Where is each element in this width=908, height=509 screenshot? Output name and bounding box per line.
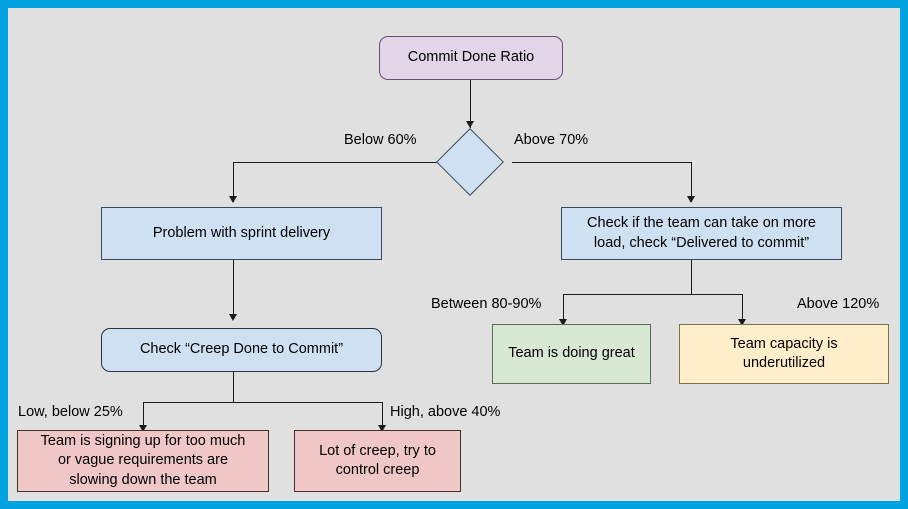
edge-label-high-above-40: High, above 40% xyxy=(390,404,501,420)
arrowhead-root-to-decision xyxy=(465,121,474,128)
edge-label-above-70: Above 70% xyxy=(514,132,589,148)
connector-decision-right-drop xyxy=(691,161,693,202)
connector-moreload-bus xyxy=(563,293,743,295)
node-lot-of-creep-line1: Lot of creep, try to xyxy=(319,442,436,459)
node-lot-of-creep-line2: control creep xyxy=(335,462,420,478)
arrowhead-to-doing-great xyxy=(558,319,567,326)
node-check-more-load-line1: Check if the team can take on more xyxy=(587,215,816,232)
node-signing-up-too-much-line2: or vague requirements are xyxy=(57,452,229,469)
node-team-capacity-underutilized-label: Team capacity is underutilized xyxy=(730,335,837,373)
node-check-creep-done-to-commit[interactable]: Check “Creep Done to Commit” xyxy=(101,328,382,372)
node-lot-of-creep-label: Lot of creep, try to control creep xyxy=(319,442,436,480)
arrowhead-decision-left xyxy=(228,196,237,203)
connector-creep-down xyxy=(233,371,235,402)
connector-problem-to-creep xyxy=(233,260,235,318)
node-team-is-doing-great-label: Team is doing great xyxy=(508,345,635,362)
node-team-capacity-underutilized-line2: underutilized xyxy=(742,355,826,371)
edge-label-below-60: Below 60% xyxy=(344,132,417,148)
node-check-more-load-line2: load, check “Delivered to commit” xyxy=(593,234,810,251)
connector-to-signing-up xyxy=(143,401,145,430)
edge-label-between-80-90: Between 80-90% xyxy=(431,296,542,312)
node-team-capacity-underutilized-line1: Team capacity is xyxy=(730,335,838,352)
connector-root-to-decision xyxy=(470,78,472,128)
node-lot-of-creep[interactable]: Lot of creep, try to control creep xyxy=(294,430,461,492)
node-check-creep-done-to-commit-label: Check “Creep Done to Commit” xyxy=(139,341,344,358)
node-team-is-doing-great[interactable]: Team is doing great xyxy=(492,324,651,384)
node-problem-with-sprint-delivery-label: Problem with sprint delivery xyxy=(152,224,331,241)
arrowhead-to-underutilized xyxy=(737,319,746,326)
connector-to-doing-great xyxy=(563,293,565,324)
edge-label-low-below-25: Low, below 25% xyxy=(18,404,123,420)
node-signing-up-too-much-line1: Team is signing up for too much xyxy=(40,433,246,450)
node-signing-up-too-much[interactable]: Team is signing up for too much or vague… xyxy=(17,430,269,492)
node-commit-done-ratio[interactable]: Commit Done Ratio xyxy=(379,36,563,80)
connector-moreload-down xyxy=(691,259,693,294)
node-decision-diamond[interactable] xyxy=(436,128,504,196)
edge-label-above-120: Above 120% xyxy=(797,296,880,312)
connector-decision-left-drop xyxy=(233,161,235,202)
connector-decision-left xyxy=(233,161,445,163)
node-signing-up-too-much-line3: slowing down the team xyxy=(69,471,217,488)
node-check-more-load-label: Check if the team can take on more load,… xyxy=(587,214,816,252)
arrowhead-to-signing-up xyxy=(138,425,147,432)
flowchart-stage: Below 60% Above 70% Between 80-90% Above… xyxy=(8,8,900,501)
node-problem-with-sprint-delivery[interactable]: Problem with sprint delivery xyxy=(101,207,382,260)
connector-creep-bus xyxy=(143,401,383,403)
connector-to-lot-of-creep xyxy=(382,401,384,430)
connector-decision-right xyxy=(512,161,692,163)
node-signing-up-too-much-label: Team is signing up for too much or vague… xyxy=(41,432,246,489)
node-check-more-load[interactable]: Check if the team can take on more load,… xyxy=(561,207,842,260)
arrowhead-decision-right xyxy=(686,196,695,203)
node-team-capacity-underutilized[interactable]: Team capacity is underutilized xyxy=(679,324,889,384)
arrowhead-to-lot-of-creep xyxy=(377,425,386,432)
arrowhead-problem-to-creep xyxy=(228,314,237,321)
node-commit-done-ratio-label: Commit Done Ratio xyxy=(407,49,535,66)
connector-to-underutilized xyxy=(742,293,744,324)
